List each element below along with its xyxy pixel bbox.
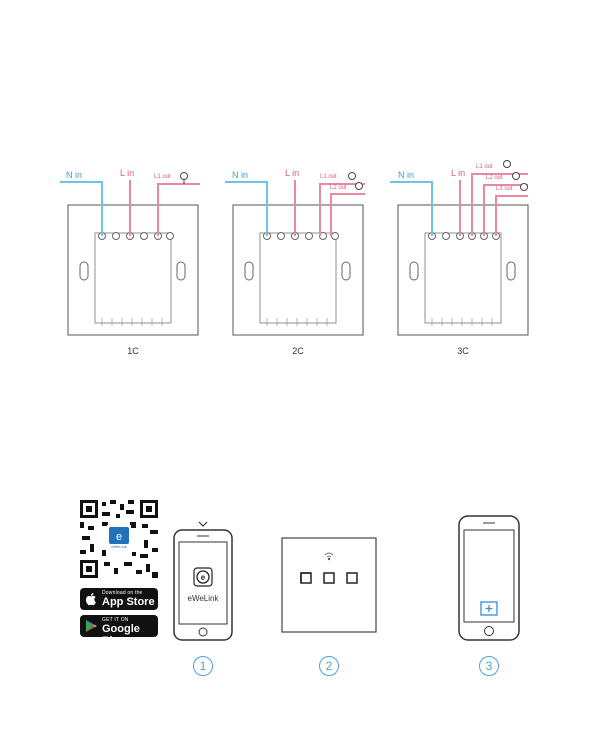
wiring-diagrams — [60, 160, 529, 336]
label-l2-out: L2 out — [330, 185, 347, 191]
caption-3c: 3C — [457, 346, 469, 356]
chevron-down-icon — [198, 521, 208, 527]
caption-1c: 1C — [127, 346, 139, 356]
smart-switch-panel — [281, 537, 377, 633]
svg-text:e: e — [116, 531, 122, 543]
touch-buttons — [300, 572, 358, 584]
qr-badge-label: eWeLink — [111, 544, 127, 549]
l1-out-wire — [471, 173, 528, 236]
label-n-in: N in — [232, 170, 249, 180]
label-l2-out: L2 out — [486, 175, 503, 181]
qr-code: e — [80, 500, 158, 578]
l3-out-wire — [495, 195, 528, 236]
neutral-wire — [60, 181, 103, 236]
label-l-in: L in — [120, 168, 135, 178]
app-store-big-text: App Store — [102, 596, 155, 608]
bulb-icon — [503, 160, 528, 191]
caption-2c: 2C — [292, 346, 304, 356]
ewelink-logo-icon — [109, 527, 129, 544]
step-1-badge: 1 — [193, 656, 213, 676]
app-store-badge[interactable]: Download on the App Store — [80, 588, 158, 610]
google-play-big-text: Google Play — [102, 623, 140, 647]
switch-3c — [390, 160, 529, 336]
l1-out-wire — [157, 183, 200, 236]
label-l3-out: L3 out — [496, 186, 513, 192]
wifi-icon — [324, 552, 334, 561]
bulb-icon — [348, 172, 363, 190]
l2-out-wire — [330, 193, 365, 236]
l2-out-wire — [483, 184, 528, 236]
google-play-icon — [86, 620, 97, 632]
apple-icon — [85, 593, 96, 606]
bulb-icon — [180, 172, 188, 184]
app-store-small-text: Download on the — [102, 590, 143, 596]
l1-out-wire — [319, 183, 365, 236]
step-2-badge: 2 — [319, 656, 339, 676]
svg-text:e: e — [201, 573, 206, 582]
add-icon — [480, 601, 498, 616]
label-l1-out: L1 out — [154, 174, 171, 180]
label-l-in: L in — [285, 168, 300, 178]
label-l1-out: L1 out — [476, 164, 493, 170]
app-name-label: eWeLink — [187, 594, 219, 603]
label-n-in: N in — [66, 170, 83, 180]
switch-2c — [225, 172, 365, 336]
phone-add-device — [458, 515, 520, 641]
neutral-wire — [390, 181, 433, 236]
label-n-in: N in — [398, 170, 415, 180]
switch-1c — [60, 172, 200, 336]
google-play-small-text: GET IT ON — [102, 617, 129, 623]
google-play-badge[interactable]: GET IT ON Google Play — [80, 615, 158, 647]
step-3-badge: 3 — [479, 656, 499, 676]
neutral-wire — [225, 181, 268, 236]
label-l1-out: L1 out — [320, 174, 337, 180]
label-l-in: L in — [451, 168, 466, 178]
phone-with-app: e — [173, 521, 233, 641]
